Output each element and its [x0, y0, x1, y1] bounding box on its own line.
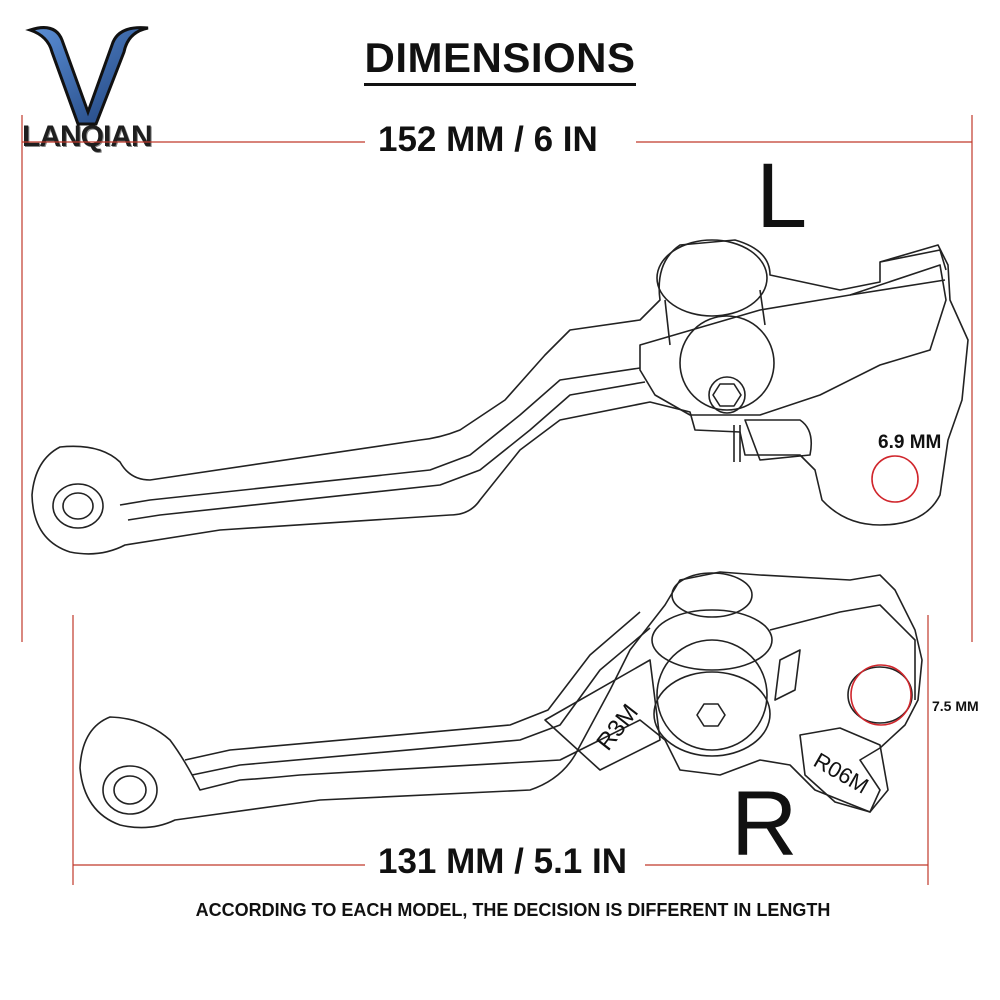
brand-name: LANQIAN [22, 120, 153, 153]
left-lever [31, 239, 969, 555]
hole-diameter-right-label: 7.5 MM [932, 698, 979, 714]
hole-diameter-left-label: 6.9 MM [878, 432, 942, 453]
right-lever [79, 571, 923, 829]
brand-logo: LANQIAN [0, 0, 170, 160]
page-title: DIMENSIONS [0, 34, 1000, 86]
top-dimension-line [21, 115, 973, 642]
side-letter-left: L [756, 145, 808, 247]
overall-length-right-label: 131 MM / 5.1 IN [368, 842, 637, 882]
engraving-r3m: R3M [591, 699, 643, 756]
overall-length-left-label: 152 MM / 6 IN [368, 120, 608, 160]
left-hole-marker [871, 455, 919, 503]
bottom-dimension-line [72, 615, 929, 885]
side-letter-right: R [731, 773, 798, 875]
logo-v-mark [25, 26, 149, 126]
footer-note: ACCORDING TO EACH MODEL, THE DECISION IS… [195, 900, 831, 920]
right-hole-marker [850, 664, 912, 726]
title-text: DIMENSIONS [364, 34, 636, 86]
